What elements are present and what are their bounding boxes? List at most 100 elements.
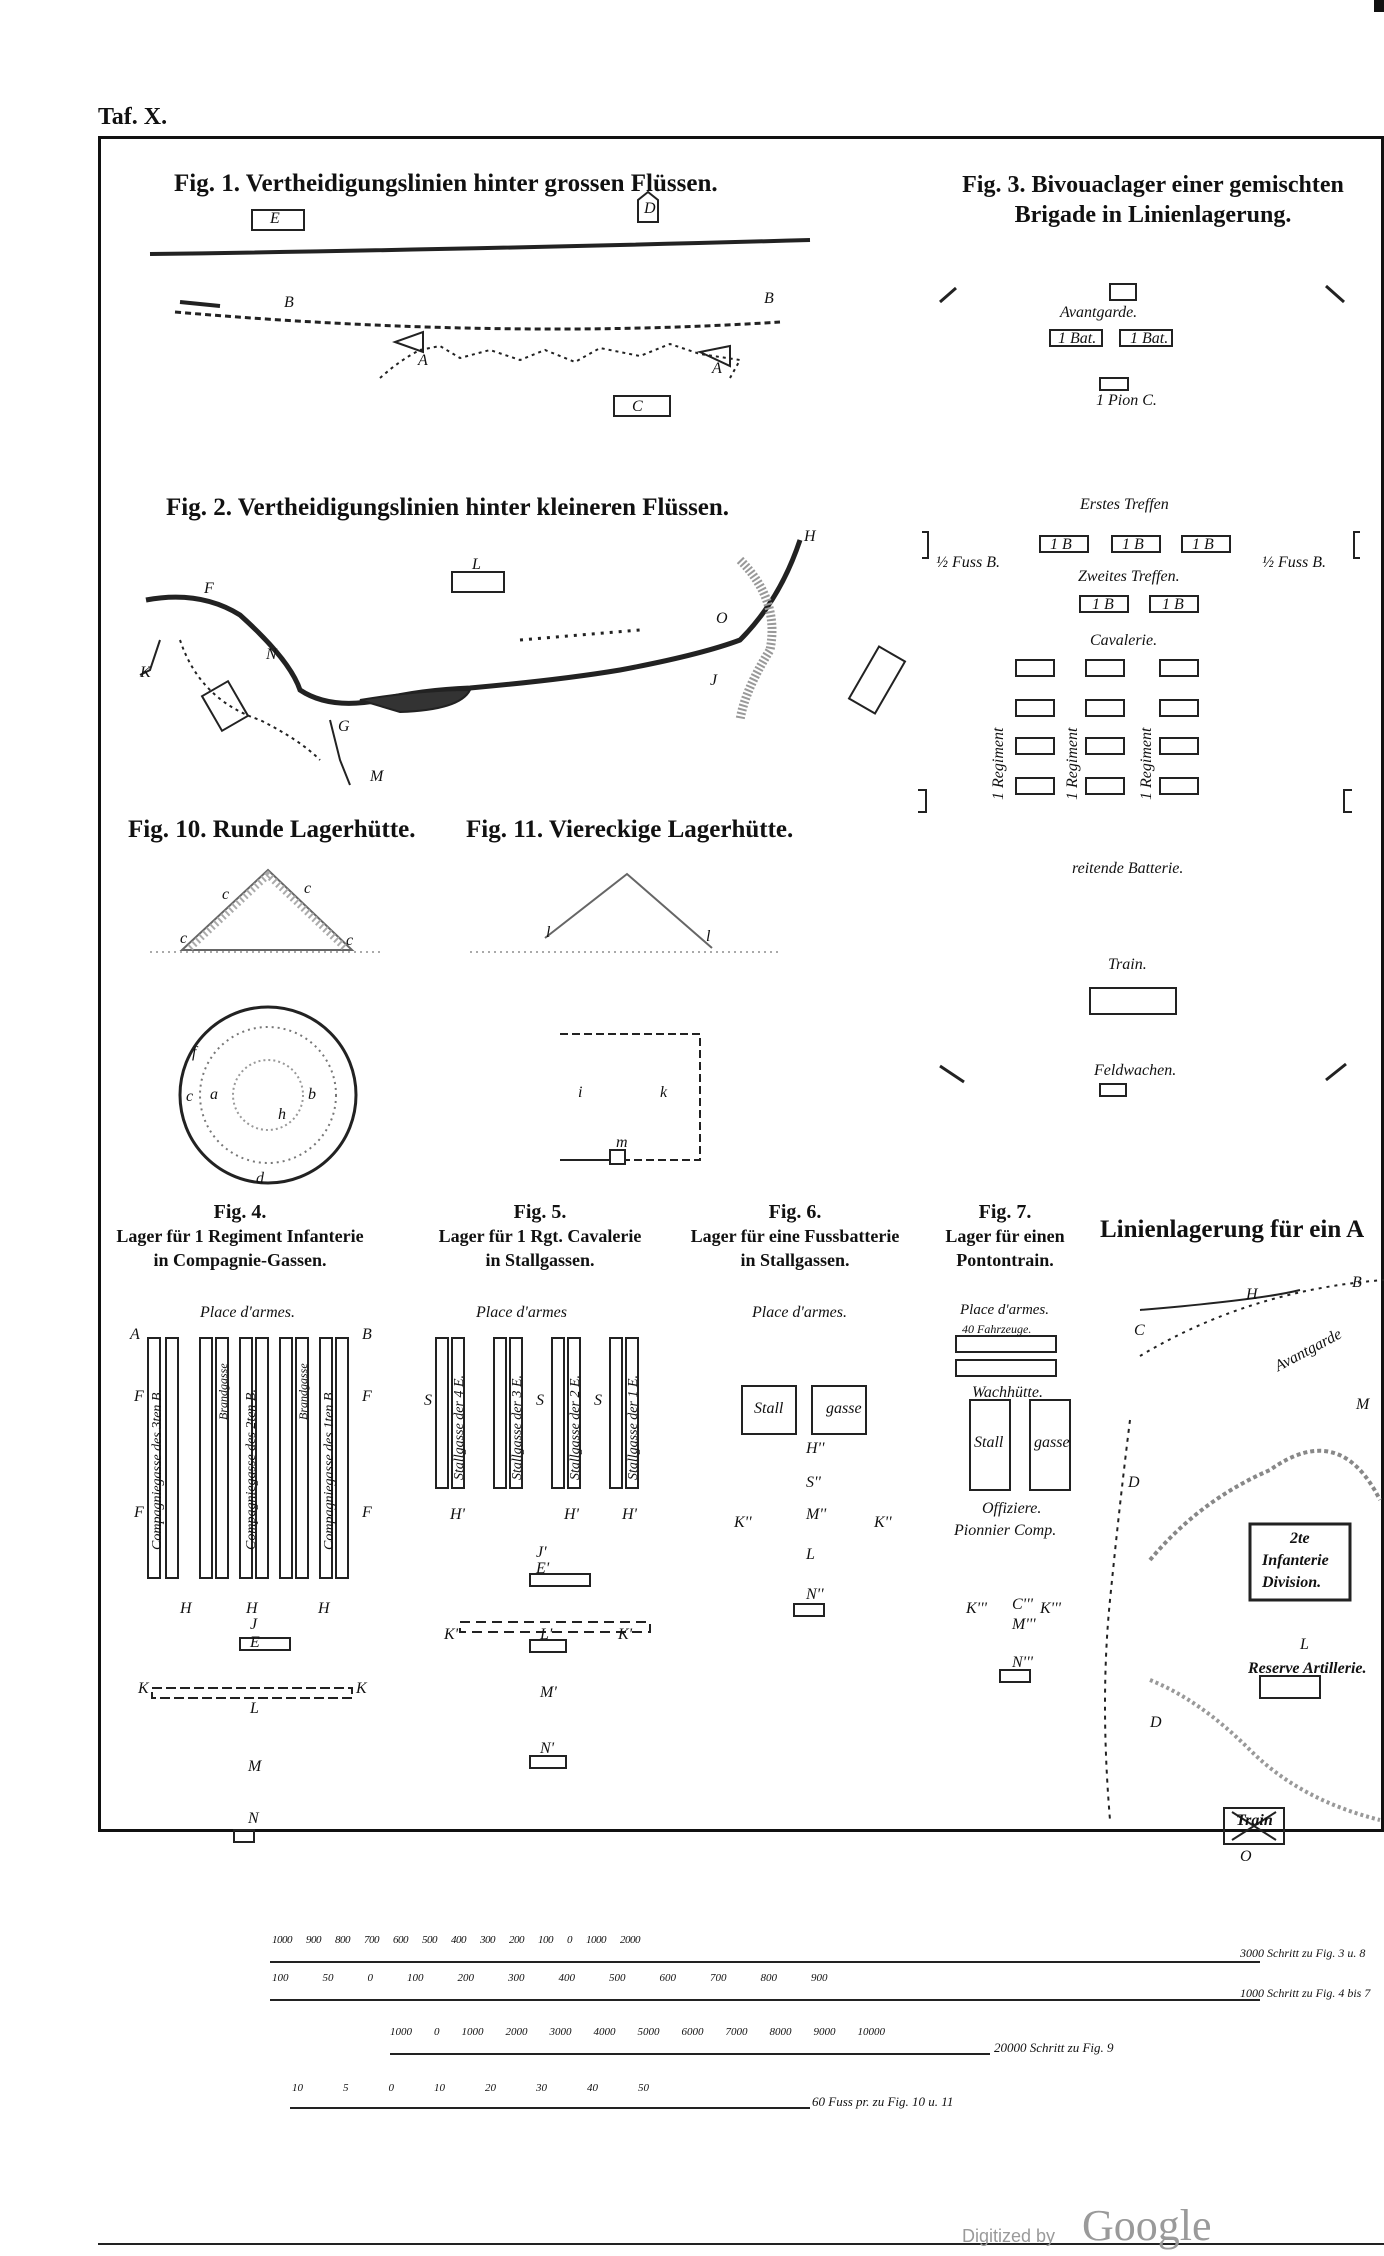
fig5-label-n: N' [540,1740,555,1757]
fig5-street-3: Stallgasse der 3 E. [510,1375,525,1480]
fig4-label-a: A [130,1326,140,1343]
fig4-label-h3: H [318,1600,330,1617]
fig4-brandgasse-1: Brandgasse [216,1363,230,1420]
scale-tick: 50 [322,1972,334,1984]
scale-tick: 50 [638,2082,649,2094]
fig3-drawing [918,283,1360,1097]
scale-4-label: 60 Fuss pr. zu Fig. 10 u. 11 [812,2094,954,2109]
fig4-caption-number: Fig. 4. [213,1201,267,1223]
fig7-caption-sub: Pontontrain. [956,1250,1054,1270]
scale-tick: 40 [587,2082,598,2094]
fig2-drawing [139,539,907,786]
scale-tick: 500 [422,1934,438,1946]
fig4-label-h1: H [180,1600,192,1617]
scale-tick: 7000 [725,2026,748,2038]
fig4-label-h2: H [246,1600,258,1617]
fig10-title: Fig. 10. Runde Lagerhütte. [128,816,416,843]
fig2-label-o: O [716,610,728,627]
fig4-label-b: B [362,1326,372,1343]
fig5-street-1: Stallgasse der 1 E. [626,1375,641,1480]
fig4-label-f3: F [134,1504,144,1521]
scale-tick: 5 [343,2082,349,2094]
fig6-caption-title: Lager für eine Fussbatterie [690,1226,900,1246]
fig1-label-b1: B [284,294,294,311]
fig10-label-c5: c [186,1088,194,1105]
fig4-place: Place d'armes. [200,1304,295,1321]
fig10-label-h: h [278,1106,286,1123]
scale-tick: 100 [538,1934,554,1946]
fig10-drawing [150,868,380,1185]
fig8-label-d1: D [1128,1474,1140,1491]
scale-tick: 9000 [813,2026,836,2038]
scale-tick: 10 [292,2082,303,2094]
fig5-street-4: Stallgasse der 4 E. [452,1375,467,1480]
fig6-place: Place d'armes. [752,1304,847,1321]
fig11-title: Fig. 11. Viereckige Lagerhütte. [466,816,794,843]
fig4-label-f4: F [362,1504,372,1521]
fig8-label-d2: D [1150,1714,1162,1731]
fig2-label-j: J [710,672,718,689]
google-logo: Google [1082,2201,1212,2250]
fig3-feldwachen: Feldwachen. [1094,1062,1177,1079]
fig3-train: Train. [1108,956,1147,973]
fig6-label-k1: K'' [734,1514,752,1531]
fig4-label-f2: F [362,1388,372,1405]
fig6-stall: Stall [754,1400,784,1417]
fig4-street-1: Compagniegasse des 1ten B. [322,1389,337,1550]
fig11-drawing [470,872,780,1165]
fig4-label-j: J [250,1616,258,1633]
fig4-drawing [147,1337,353,1843]
scale-tick: 10000 [857,2026,886,2038]
fig8-train: Train [1236,1812,1273,1829]
fig5-label-j: J' [536,1544,547,1561]
fig3-erstes: Erstes Treffen [1080,496,1169,513]
scale-tick: 800 [760,1972,778,1984]
fig4-label-k1: K [138,1680,149,1697]
fig8-label-l: L [1300,1636,1309,1653]
fig6-label-n: N'' [806,1586,824,1603]
fig5-label-s3: S [594,1392,602,1409]
scale-tick: 0 [434,2026,440,2038]
scale-tick: 100 [272,1972,289,1984]
fig8-drawing [1104,1279,1384,1845]
scale-2-label: 1000 Schritt zu Fig. 4 bis 7 [1240,1986,1371,2000]
fig7-stall: Stall [974,1434,1004,1451]
fig3-fuss-left: ½ Fuss B. [936,554,1000,571]
scale-tick: 700 [710,1972,727,1984]
fig4-street-3: Compagniegasse des 3ten B. [150,1389,165,1550]
fig2-label-l: L [472,556,481,573]
fig4-brandgasse-2: Brandgasse [296,1363,310,1420]
scale-tick: 300 [508,1972,525,1984]
scale-tick: 600 [393,1934,409,1946]
fig4-label-n: N [248,1810,259,1827]
fig7-drawing [955,1335,1071,1683]
fig1-label-e: E [270,210,280,227]
fig3-zweites: Zweites Treffen. [1078,568,1180,585]
fig10-label-c1: c [222,886,230,903]
scale-tick: 500 [609,1972,626,1984]
fig5-label-h3: H' [622,1506,637,1523]
scale-3-label: 20000 Schritt zu Fig. 9 [994,2040,1114,2055]
fig1-label-a1: A [418,352,428,369]
fig3-regiment-3: 1 Regiment [1138,727,1155,800]
fig6-label-l: L [806,1546,815,1563]
fig11-label-m: m [616,1134,628,1151]
fig4-caption-sub: in Compagnie-Gassen. [153,1250,327,1270]
fig1-drawing [149,190,811,417]
plate-border [98,136,1384,1832]
fig10-label-f: f [192,1044,197,1061]
scale-tick: 8000 [769,2026,792,2038]
fig11-label-l1: l [546,924,551,941]
scale-tick: 1000 [390,2026,412,2038]
scale-tick: 200 [457,1972,475,1984]
fig5-drawing [435,1337,651,1769]
fig4-label-m: M [248,1758,262,1775]
fig6-caption-number: Fig. 6. [768,1201,822,1223]
fig11-label-k: k [660,1084,668,1101]
fig7-caption-title: Lager für einen [945,1226,1065,1246]
fig4-label-l: L [250,1700,259,1717]
scale-tick: 1000 [586,1934,607,1946]
fig1-label-c: C [632,398,643,415]
fig7-gasse: gasse [1034,1434,1070,1451]
